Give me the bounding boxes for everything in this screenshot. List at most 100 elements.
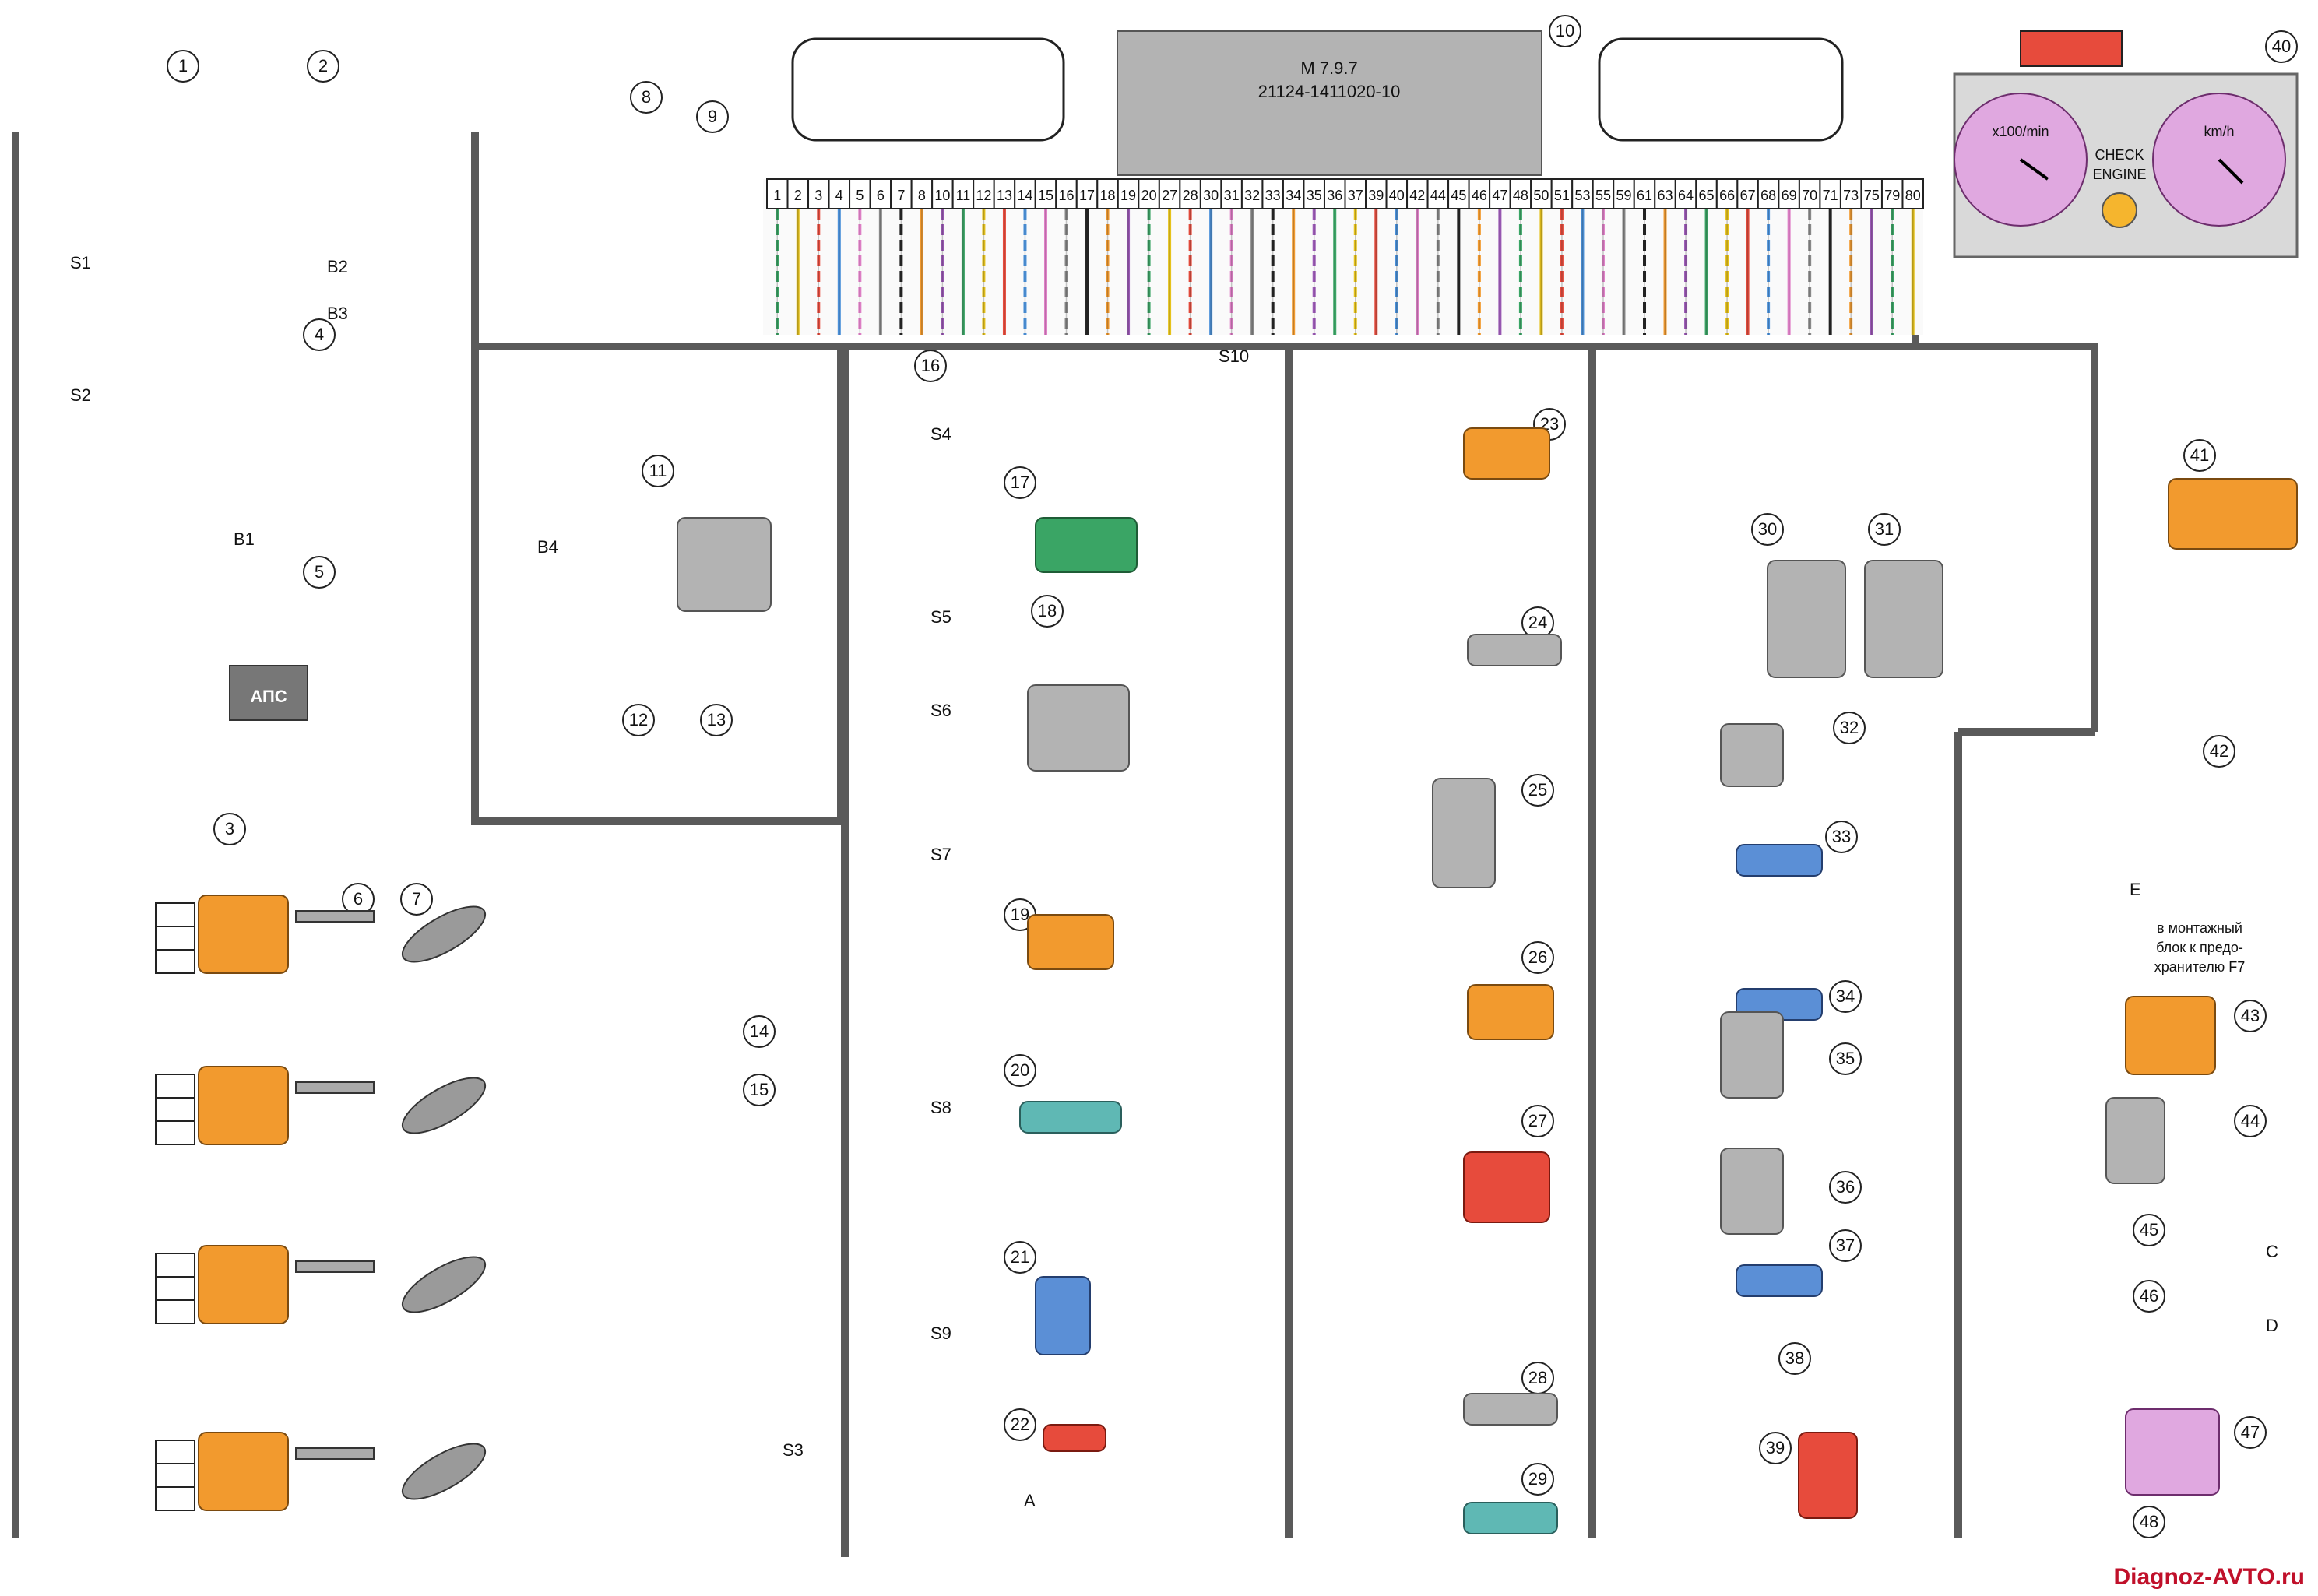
component-body-36	[1720, 1148, 1784, 1235]
ecu-pin-28: 28	[1179, 178, 1201, 209]
component-body-21	[1035, 1276, 1091, 1355]
svg-text:44: 44	[1430, 188, 1446, 203]
ecu-pin-70: 70	[1798, 178, 1821, 209]
svg-text:40: 40	[2272, 37, 2291, 56]
component-42: 42	[2203, 735, 2235, 768]
ecu-pin-12: 12	[973, 178, 995, 209]
svg-text:20: 20	[1141, 188, 1157, 203]
component-47: 47	[2234, 1416, 2267, 1449]
component-body-33	[1736, 844, 1823, 877]
component-33: 33	[1825, 821, 1858, 853]
splice-S5: S5	[930, 607, 951, 627]
component-body-22	[1043, 1424, 1106, 1452]
aps-block: АПС	[229, 665, 308, 721]
svg-text:42: 42	[2210, 741, 2228, 761]
svg-text:13: 13	[997, 188, 1012, 203]
svg-text:53: 53	[1574, 188, 1590, 203]
component-7: 7	[400, 883, 433, 916]
svg-text:63: 63	[1658, 188, 1673, 203]
svg-text:59: 59	[1616, 188, 1631, 203]
svg-text:11: 11	[956, 188, 971, 203]
svg-text:3: 3	[814, 188, 822, 203]
component-20: 20	[1004, 1054, 1036, 1087]
component-4: 4	[303, 318, 336, 351]
check-label: CHECK	[2095, 147, 2144, 163]
component-31: 31	[1868, 513, 1901, 546]
component-body-37	[1736, 1264, 1823, 1297]
component-6: 6	[342, 883, 375, 916]
component-14: 14	[743, 1015, 776, 1048]
svg-text:34: 34	[1286, 188, 1301, 203]
svg-text:21: 21	[1011, 1247, 1029, 1267]
svg-text:36: 36	[1327, 188, 1342, 203]
spark-plug-icon-3	[295, 1260, 375, 1273]
component-body-23	[1463, 427, 1550, 480]
svg-text:27: 27	[1162, 188, 1177, 203]
component-38: 38	[1778, 1342, 1811, 1375]
svg-text:3: 3	[225, 819, 234, 838]
svg-text:8: 8	[642, 87, 651, 107]
ecu-pin-39: 39	[1365, 178, 1388, 209]
svg-text:28: 28	[1528, 1368, 1547, 1387]
check-engine-icon	[2102, 192, 2137, 228]
component-body-27	[1463, 1151, 1550, 1223]
component-45: 45	[2133, 1214, 2165, 1246]
ecu-pin-18: 18	[1096, 178, 1119, 209]
component-43: 43	[2234, 1000, 2267, 1032]
ecu-pin-80: 80	[1901, 178, 1925, 209]
component-35: 35	[1829, 1042, 1862, 1075]
svg-text:48: 48	[1513, 188, 1528, 203]
ecu-pin-71: 71	[1819, 178, 1841, 209]
injector-icon-4	[401, 1443, 487, 1500]
svg-text:42: 42	[1409, 188, 1425, 203]
ecu-pin-13: 13	[993, 178, 1016, 209]
component-27: 27	[1521, 1105, 1554, 1137]
instrument-cluster: x100/min km/h CHECK ENGINE	[1953, 30, 2299, 258]
svg-text:35: 35	[1307, 188, 1322, 203]
svg-text:51: 51	[1554, 188, 1570, 203]
svg-text:5: 5	[856, 188, 864, 203]
component-body-24	[1467, 634, 1562, 666]
ecu-pin-20: 20	[1138, 178, 1160, 209]
svg-text:12: 12	[629, 710, 648, 729]
svg-text:33: 33	[1265, 188, 1281, 203]
component-body-43	[2125, 996, 2216, 1075]
svg-text:31: 31	[1875, 519, 1894, 539]
ecu-pin-68: 68	[1757, 178, 1780, 209]
svg-text:7: 7	[412, 889, 421, 909]
component-32: 32	[1833, 712, 1866, 744]
component-body-28	[1463, 1393, 1558, 1426]
component-body-44	[2105, 1097, 2165, 1184]
svg-text:55: 55	[1595, 188, 1611, 203]
splice-S2: S2	[70, 385, 91, 405]
splice-S3: S3	[783, 1440, 804, 1460]
ecu-pin-53: 53	[1571, 178, 1594, 209]
ecu-pin-19: 19	[1117, 178, 1140, 209]
svg-text:24: 24	[1528, 613, 1547, 632]
ecu-pin-10: 10	[931, 178, 954, 209]
ecu-pin-30: 30	[1199, 178, 1222, 209]
svg-text:22: 22	[1011, 1415, 1029, 1434]
ecu-model: M 7.9.7	[1300, 58, 1357, 78]
ecu-pin-16: 16	[1055, 178, 1078, 209]
ecu-pin-40: 40	[1385, 178, 1409, 209]
svg-text:32: 32	[1244, 188, 1260, 203]
component-25: 25	[1521, 774, 1554, 807]
svg-text:1: 1	[178, 56, 188, 76]
component-body-17	[1035, 517, 1138, 573]
svg-text:75: 75	[1864, 188, 1880, 203]
svg-text:35: 35	[1836, 1049, 1855, 1068]
svg-text:4: 4	[835, 188, 843, 203]
ecu-pin-42: 42	[1406, 178, 1429, 209]
svg-text:18: 18	[1100, 188, 1116, 203]
svg-text:71: 71	[1823, 188, 1838, 203]
ecu-pin-35: 35	[1303, 178, 1325, 209]
component-36: 36	[1829, 1171, 1862, 1204]
component-body-30	[1767, 560, 1846, 678]
svg-text:15: 15	[750, 1080, 769, 1099]
svg-text:9: 9	[708, 107, 717, 126]
svg-text:12: 12	[976, 188, 991, 203]
component-body-3-3	[198, 1245, 289, 1324]
